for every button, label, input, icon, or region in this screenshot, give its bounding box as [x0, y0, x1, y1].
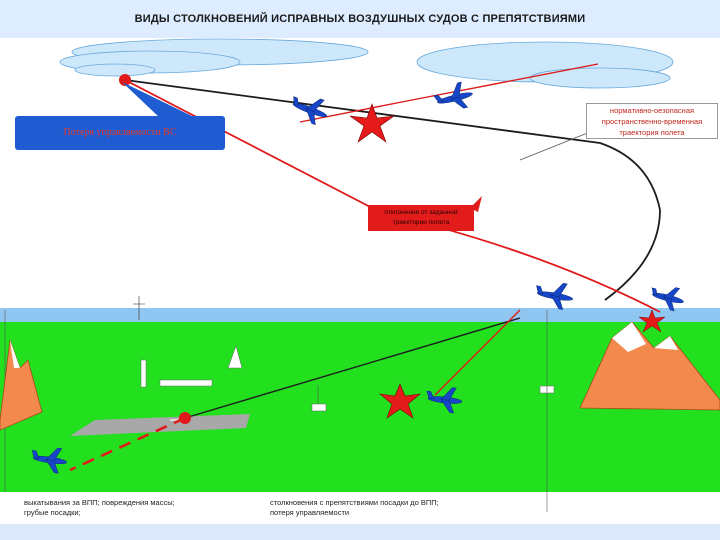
- aircraft-icon: [536, 282, 573, 310]
- collision-star-icon: [379, 383, 421, 419]
- loss-of-control-callout: Потеря управляемости ВС: [15, 116, 225, 150]
- nominal-trajectory-callout: нормативно-оезопасная пространственно-вр…: [586, 103, 718, 139]
- start-point: [119, 74, 131, 86]
- approach-path: [184, 317, 521, 419]
- cloud-icon: [59, 38, 369, 77]
- runway-incidents-label: выкатывания за ВПП; повреждения массы; г…: [24, 498, 224, 518]
- obstacle-collisions-line: потеря управляемости: [270, 508, 350, 517]
- aircraft-icon: [651, 287, 684, 312]
- callout-pointer: [519, 131, 591, 161]
- collision-star-icon: [349, 103, 395, 143]
- nominal-trajectory-line: траектория полета: [619, 128, 685, 137]
- bottom-glow: [0, 524, 720, 540]
- nominal-trajectory-line: пространственно-временная: [601, 117, 703, 126]
- aircraft-icon: [31, 447, 68, 474]
- mountain-icon: [579, 321, 720, 411]
- mountain-icon: [0, 339, 43, 431]
- deviation-path-ground: [434, 309, 521, 396]
- cloud-icon: [416, 41, 674, 89]
- aircraft-icon: [292, 96, 328, 126]
- short-landing-path: [69, 416, 186, 472]
- runway-incidents-line: грубые посадки;: [24, 508, 81, 517]
- obstacle-collisions-label: столкновения с препятствиями посадки до …: [270, 498, 490, 518]
- deviation-line: траектории полета: [392, 219, 450, 226]
- touchdown-point: [179, 412, 191, 424]
- collision-star-icon: [638, 309, 666, 333]
- callout-pointer: [122, 82, 196, 118]
- page-title: ВИДЫ СТОЛКНОВЕНИЙ ИСПРАВНЫХ ВОЗДУШНЫХ СУ…: [134, 13, 586, 25]
- nominal-path: [124, 79, 661, 301]
- deviation-path-top: [299, 63, 599, 123]
- deviation-line: отклонение от заданной: [384, 209, 458, 216]
- runway-incidents-line: выкатывания за ВПП; повреждения массы;: [24, 498, 175, 507]
- aircraft-icon: [433, 81, 473, 109]
- obstacle-collisions-line: столкновения с препятствиями посадки до …: [270, 498, 439, 507]
- nominal-trajectory-line: нормативно-оезопасная: [609, 106, 695, 115]
- aircraft-icon: [426, 387, 463, 414]
- deviation-callout: отклонение от заданной траектории полета: [368, 205, 474, 231]
- title-strip: [0, 0, 720, 38]
